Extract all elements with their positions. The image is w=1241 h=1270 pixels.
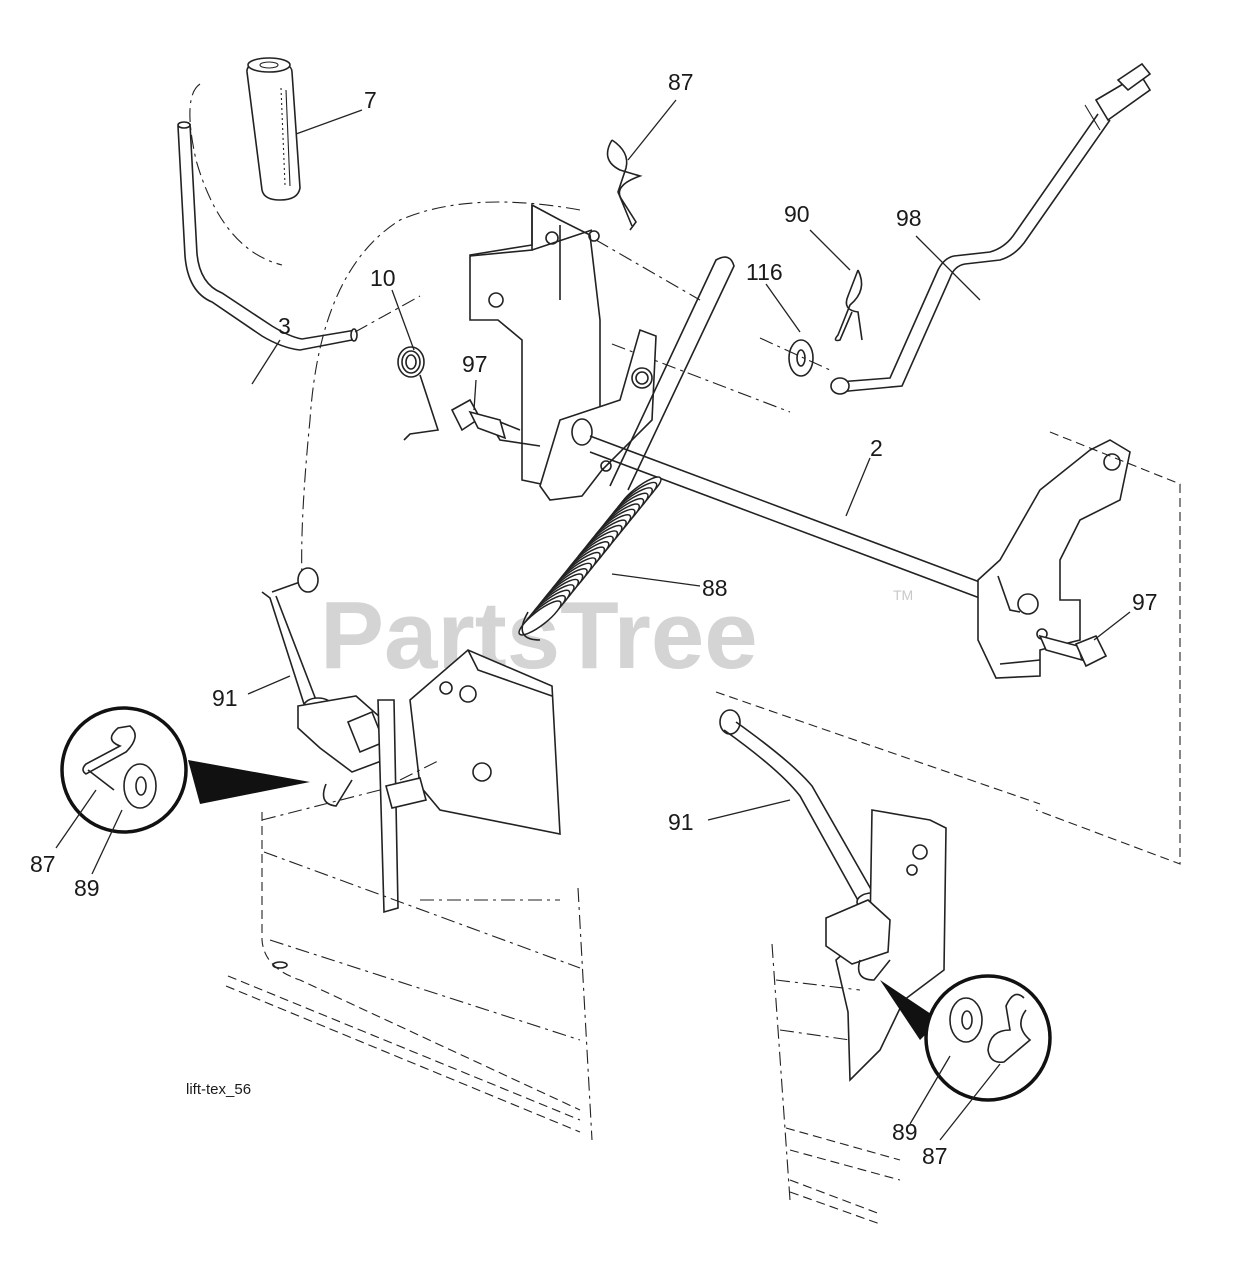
callout-leaders — [55, 99, 1131, 1141]
torsion-spring[interactable] — [397, 346, 440, 441]
spring-coil — [518, 600, 562, 636]
callout-97-left: 97 — [462, 351, 488, 377]
diagram-reference: lift-tex_56 — [186, 1081, 251, 1098]
bracket-axis-line — [595, 239, 701, 301]
flange-bolt-right[interactable] — [1038, 634, 1108, 668]
hairpin-clip-upper[interactable] — [834, 269, 863, 342]
callout-98: 98 — [896, 205, 922, 231]
grip-assembly-path — [189, 83, 283, 266]
left-deck-phantom — [225, 759, 593, 1141]
flange-bolt-left[interactable] — [450, 398, 521, 440]
right-deck-phantom — [771, 943, 901, 1225]
callout-89-right: 89 — [892, 1119, 918, 1145]
flat-washer[interactable] — [788, 339, 814, 377]
callout-10: 10 — [370, 265, 396, 291]
lift-handle-rod[interactable] — [177, 121, 358, 351]
callout-7: 7 — [364, 87, 377, 113]
right-deck-phantom-top — [715, 691, 1041, 805]
callout-2: 2 — [870, 435, 883, 461]
rod-assembly-path — [301, 201, 581, 581]
right-pivot-plate[interactable] — [825, 809, 947, 1082]
callout-116: 116 — [746, 259, 783, 285]
right-deck-phantom-edge — [1035, 431, 1181, 865]
callout-87-left: 87 — [30, 851, 56, 877]
washer-axis-line — [759, 337, 831, 371]
callout-91-right: 91 — [668, 809, 694, 835]
spring-axis-line — [354, 295, 421, 333]
lift-link-rod[interactable] — [830, 62, 1152, 395]
extension-spring[interactable] — [515, 256, 735, 641]
trademark-mark: TM — [893, 587, 913, 603]
callout-91-left: 91 — [212, 685, 238, 711]
left-detail-circle — [60, 706, 310, 834]
hairpin-clip-top[interactable] — [606, 139, 643, 231]
callout-3: 3 — [278, 313, 291, 339]
right-lift-arm[interactable] — [977, 439, 1131, 679]
callout-90: 90 — [784, 201, 810, 227]
left-pivot-plate[interactable] — [297, 649, 561, 914]
callout-87-top: 87 — [668, 69, 694, 95]
callout-88: 88 — [702, 575, 728, 601]
lift-shaft[interactable] — [589, 435, 986, 601]
right-detail-circle — [880, 974, 1052, 1102]
callout-97-right: 97 — [1132, 589, 1158, 615]
handle-grip[interactable] — [246, 57, 301, 201]
pivot-arm[interactable] — [539, 328, 657, 501]
callout-87-right: 87 — [922, 1143, 948, 1169]
callout-89-left: 89 — [74, 875, 100, 901]
parts-tree-watermark: PartsTree — [320, 582, 758, 689]
